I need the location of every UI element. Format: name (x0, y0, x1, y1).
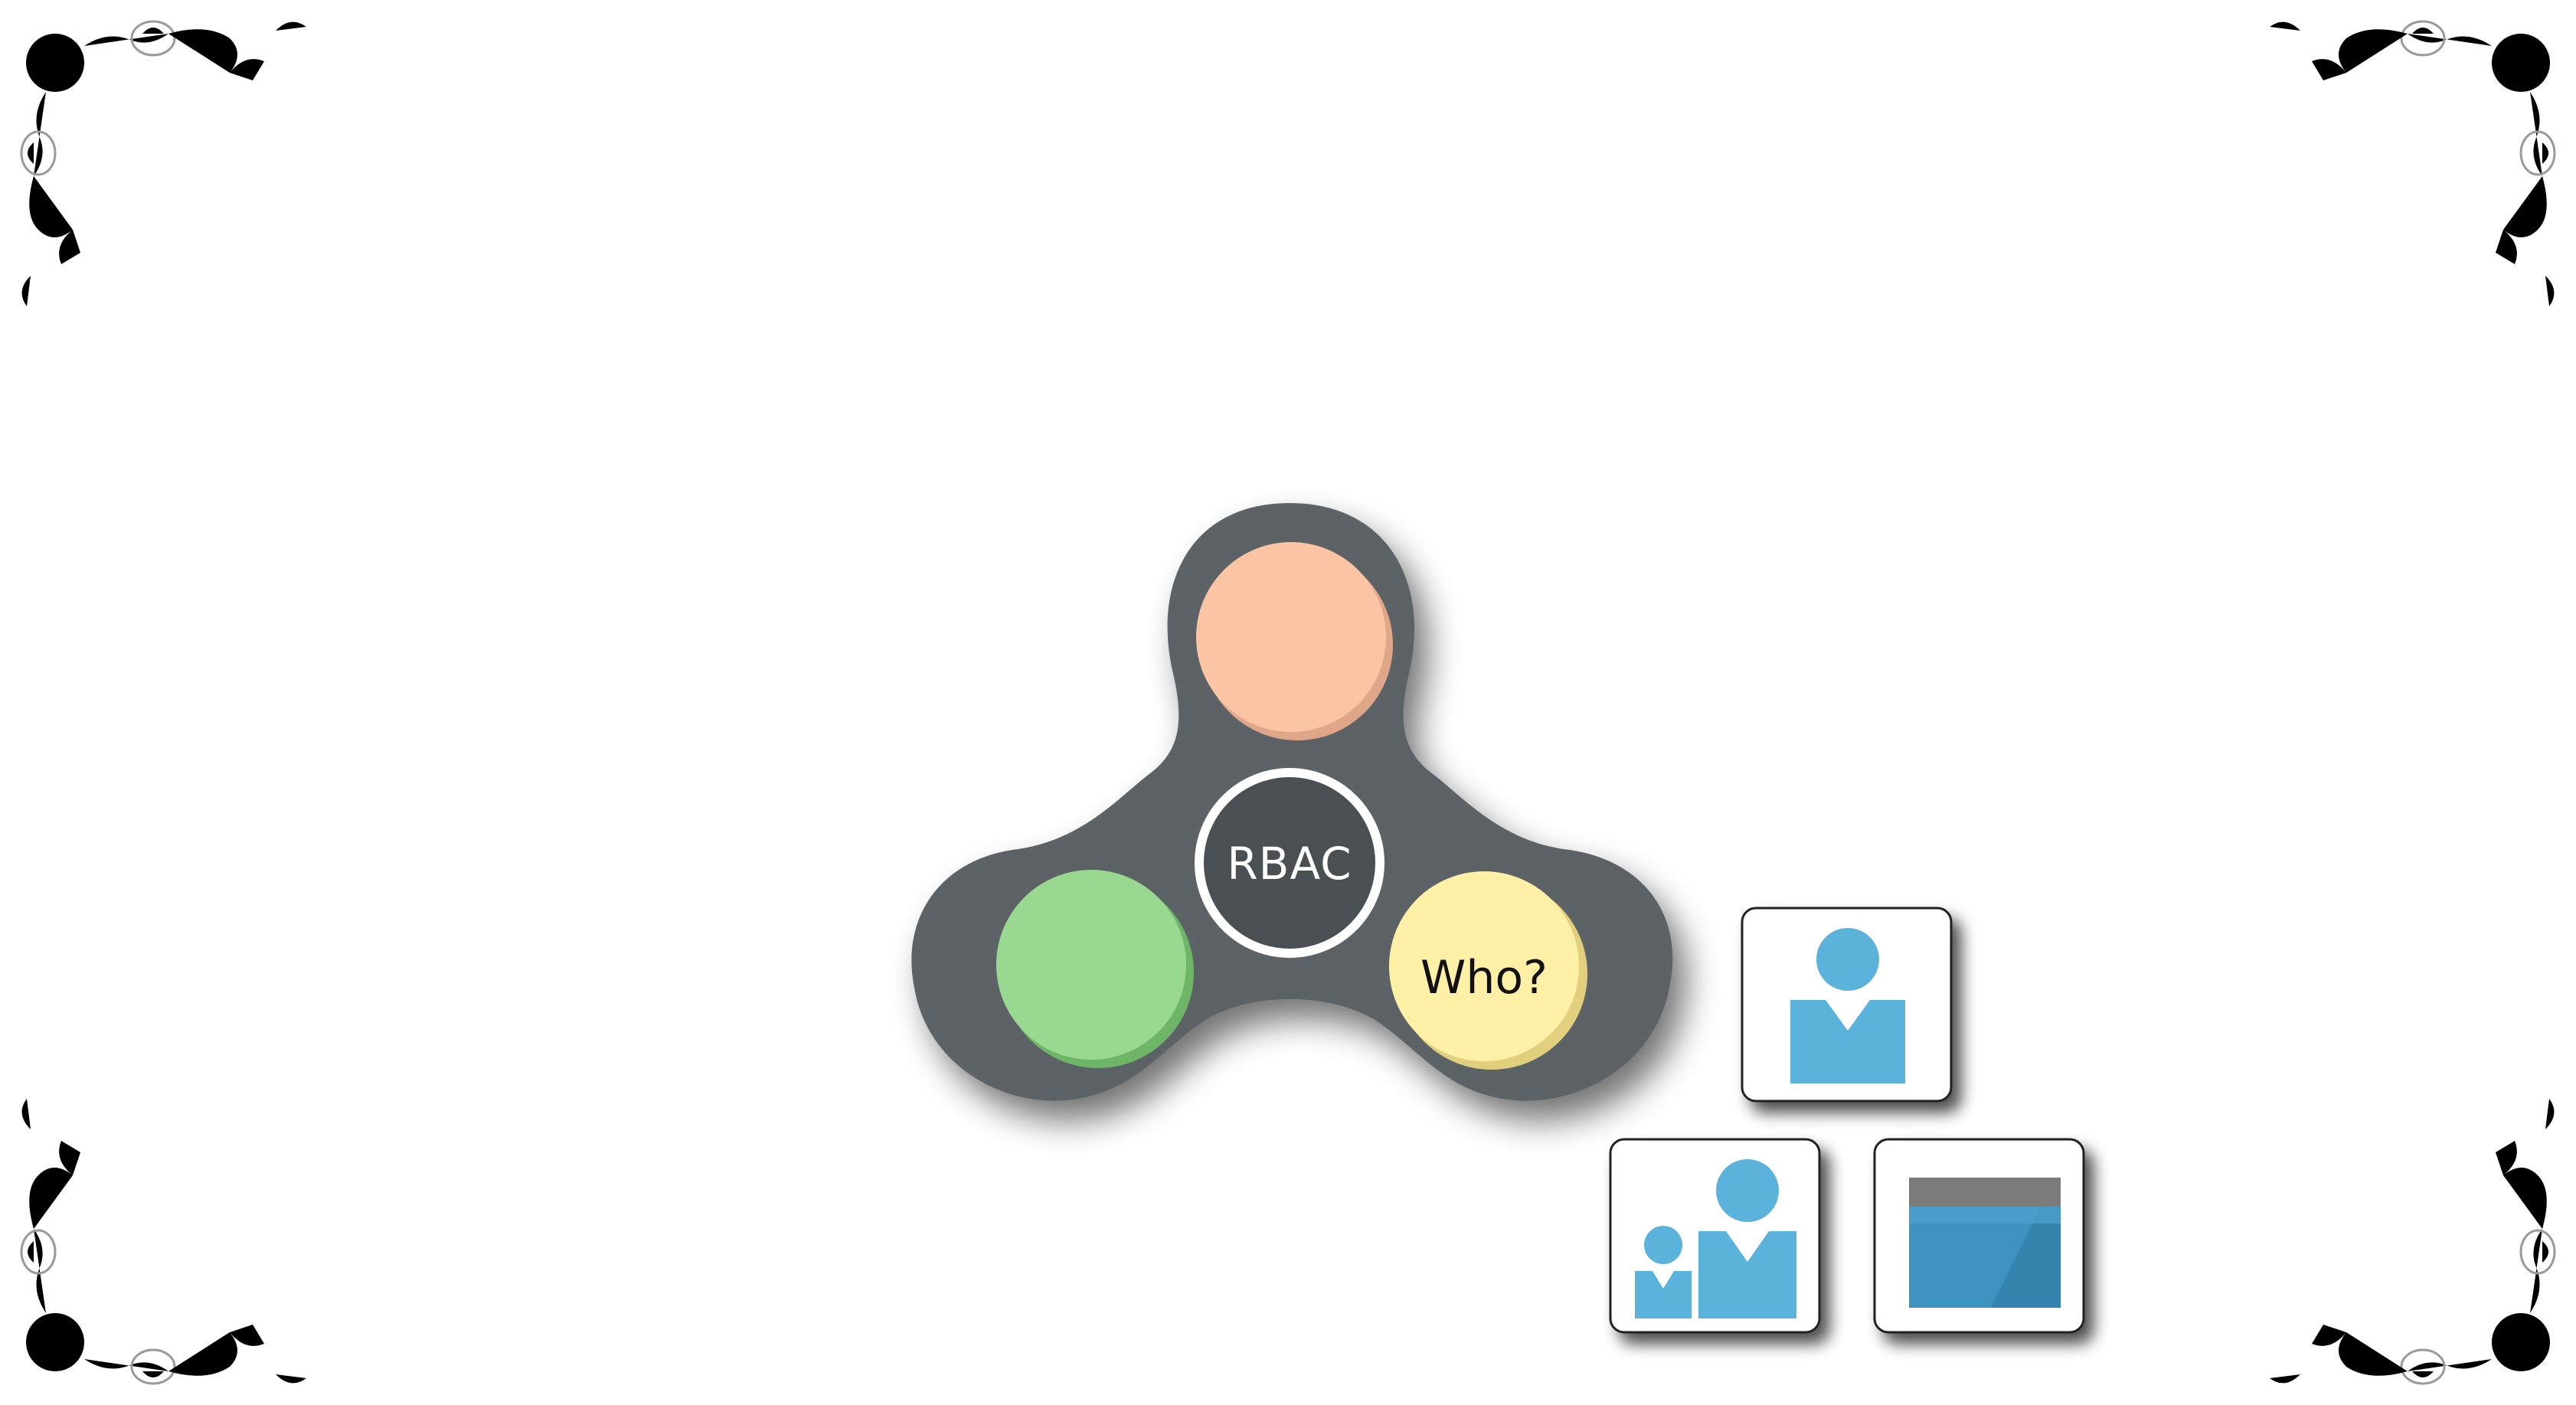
node-top (1196, 542, 1393, 740)
node-left (996, 870, 1194, 1068)
floral-corner-bottom-left (18, 1032, 373, 1387)
hub: RBAC (1195, 768, 1384, 958)
floral-corner-top-left (18, 18, 373, 373)
group-icon (1635, 1159, 1796, 1318)
window-icon (1909, 1178, 2061, 1308)
user-icon (1790, 928, 1905, 1083)
floral-corner-bottom-right (2203, 1032, 2558, 1387)
node-right-label: Who? (1420, 951, 1548, 1005)
hub-label: RBAC (1227, 838, 1352, 890)
node-right: Who? (1389, 871, 1587, 1070)
floral-corner-top-right (2203, 18, 2558, 373)
